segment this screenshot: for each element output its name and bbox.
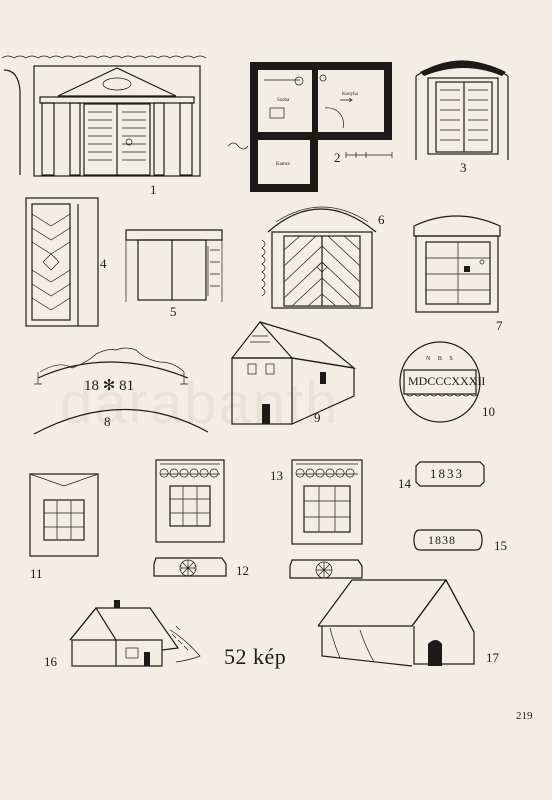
fig8-inscription: 18 ✻ 81 — [84, 378, 135, 394]
figure-number-5: 5 — [170, 304, 177, 319]
plan-label-kamra: Kamra — [276, 162, 290, 167]
figure-number-6: 6 — [378, 212, 385, 227]
fig17-barn-drawing — [317, 578, 475, 667]
figure-number-1: 1 — [150, 182, 157, 197]
figure-number-9: 9 — [314, 410, 321, 425]
figure-number-17: 17 — [486, 650, 499, 665]
plate-caption: 52 kép — [224, 644, 287, 669]
figure-number-13: 13 — [270, 468, 283, 483]
fig2-floor-plan — [227, 62, 393, 192]
figure-number-10: 10 — [482, 404, 495, 419]
fig12-window-drawing — [153, 459, 227, 577]
figure-number-16: 16 — [44, 654, 57, 669]
fig5-gate-drawing — [125, 229, 223, 302]
fig15-plaque-drawing — [413, 529, 483, 551]
figure-number-12: 12 — [236, 563, 249, 578]
fig14-plaque-drawing — [415, 461, 485, 487]
figure-number-4: 4 — [100, 256, 107, 271]
fig10-letters: N B S — [426, 356, 456, 362]
fig15-inscription: 1838 — [428, 533, 456, 547]
watermark: darabanth — [60, 371, 340, 436]
figure-number-14: 14 — [398, 476, 411, 491]
fig10-medallion-drawing — [399, 341, 481, 423]
plan-label-konyha: Konyha — [342, 92, 358, 97]
fig3-door-drawing — [415, 60, 509, 160]
fig8-beam-drawing — [33, 347, 209, 435]
fig14-inscription: 1833 — [430, 466, 464, 481]
fig9-house-drawing — [230, 321, 357, 425]
fig10-inscription: MDCCCXXXII — [408, 374, 486, 388]
page-number: 219 — [516, 710, 533, 722]
figure-number-15: 15 — [494, 538, 507, 553]
figure-number-7: 7 — [496, 318, 503, 333]
figure-number-8: 8 — [104, 414, 111, 429]
fig16-cottage-drawing — [69, 600, 201, 667]
fig1-gate-drawing — [1, 55, 207, 177]
fig11-window-drawing — [29, 473, 99, 557]
fig13-window-drawing — [289, 459, 363, 579]
plan-label-szoba: Szoba — [277, 98, 290, 103]
fig7-door-drawing — [413, 215, 501, 313]
figure-number-3: 3 — [460, 160, 467, 175]
fig4-door-drawing — [25, 197, 99, 327]
figure-number-11: 11 — [30, 566, 43, 581]
figure-number-2: 2 — [334, 150, 341, 165]
fig6-gate-drawing — [261, 206, 377, 309]
